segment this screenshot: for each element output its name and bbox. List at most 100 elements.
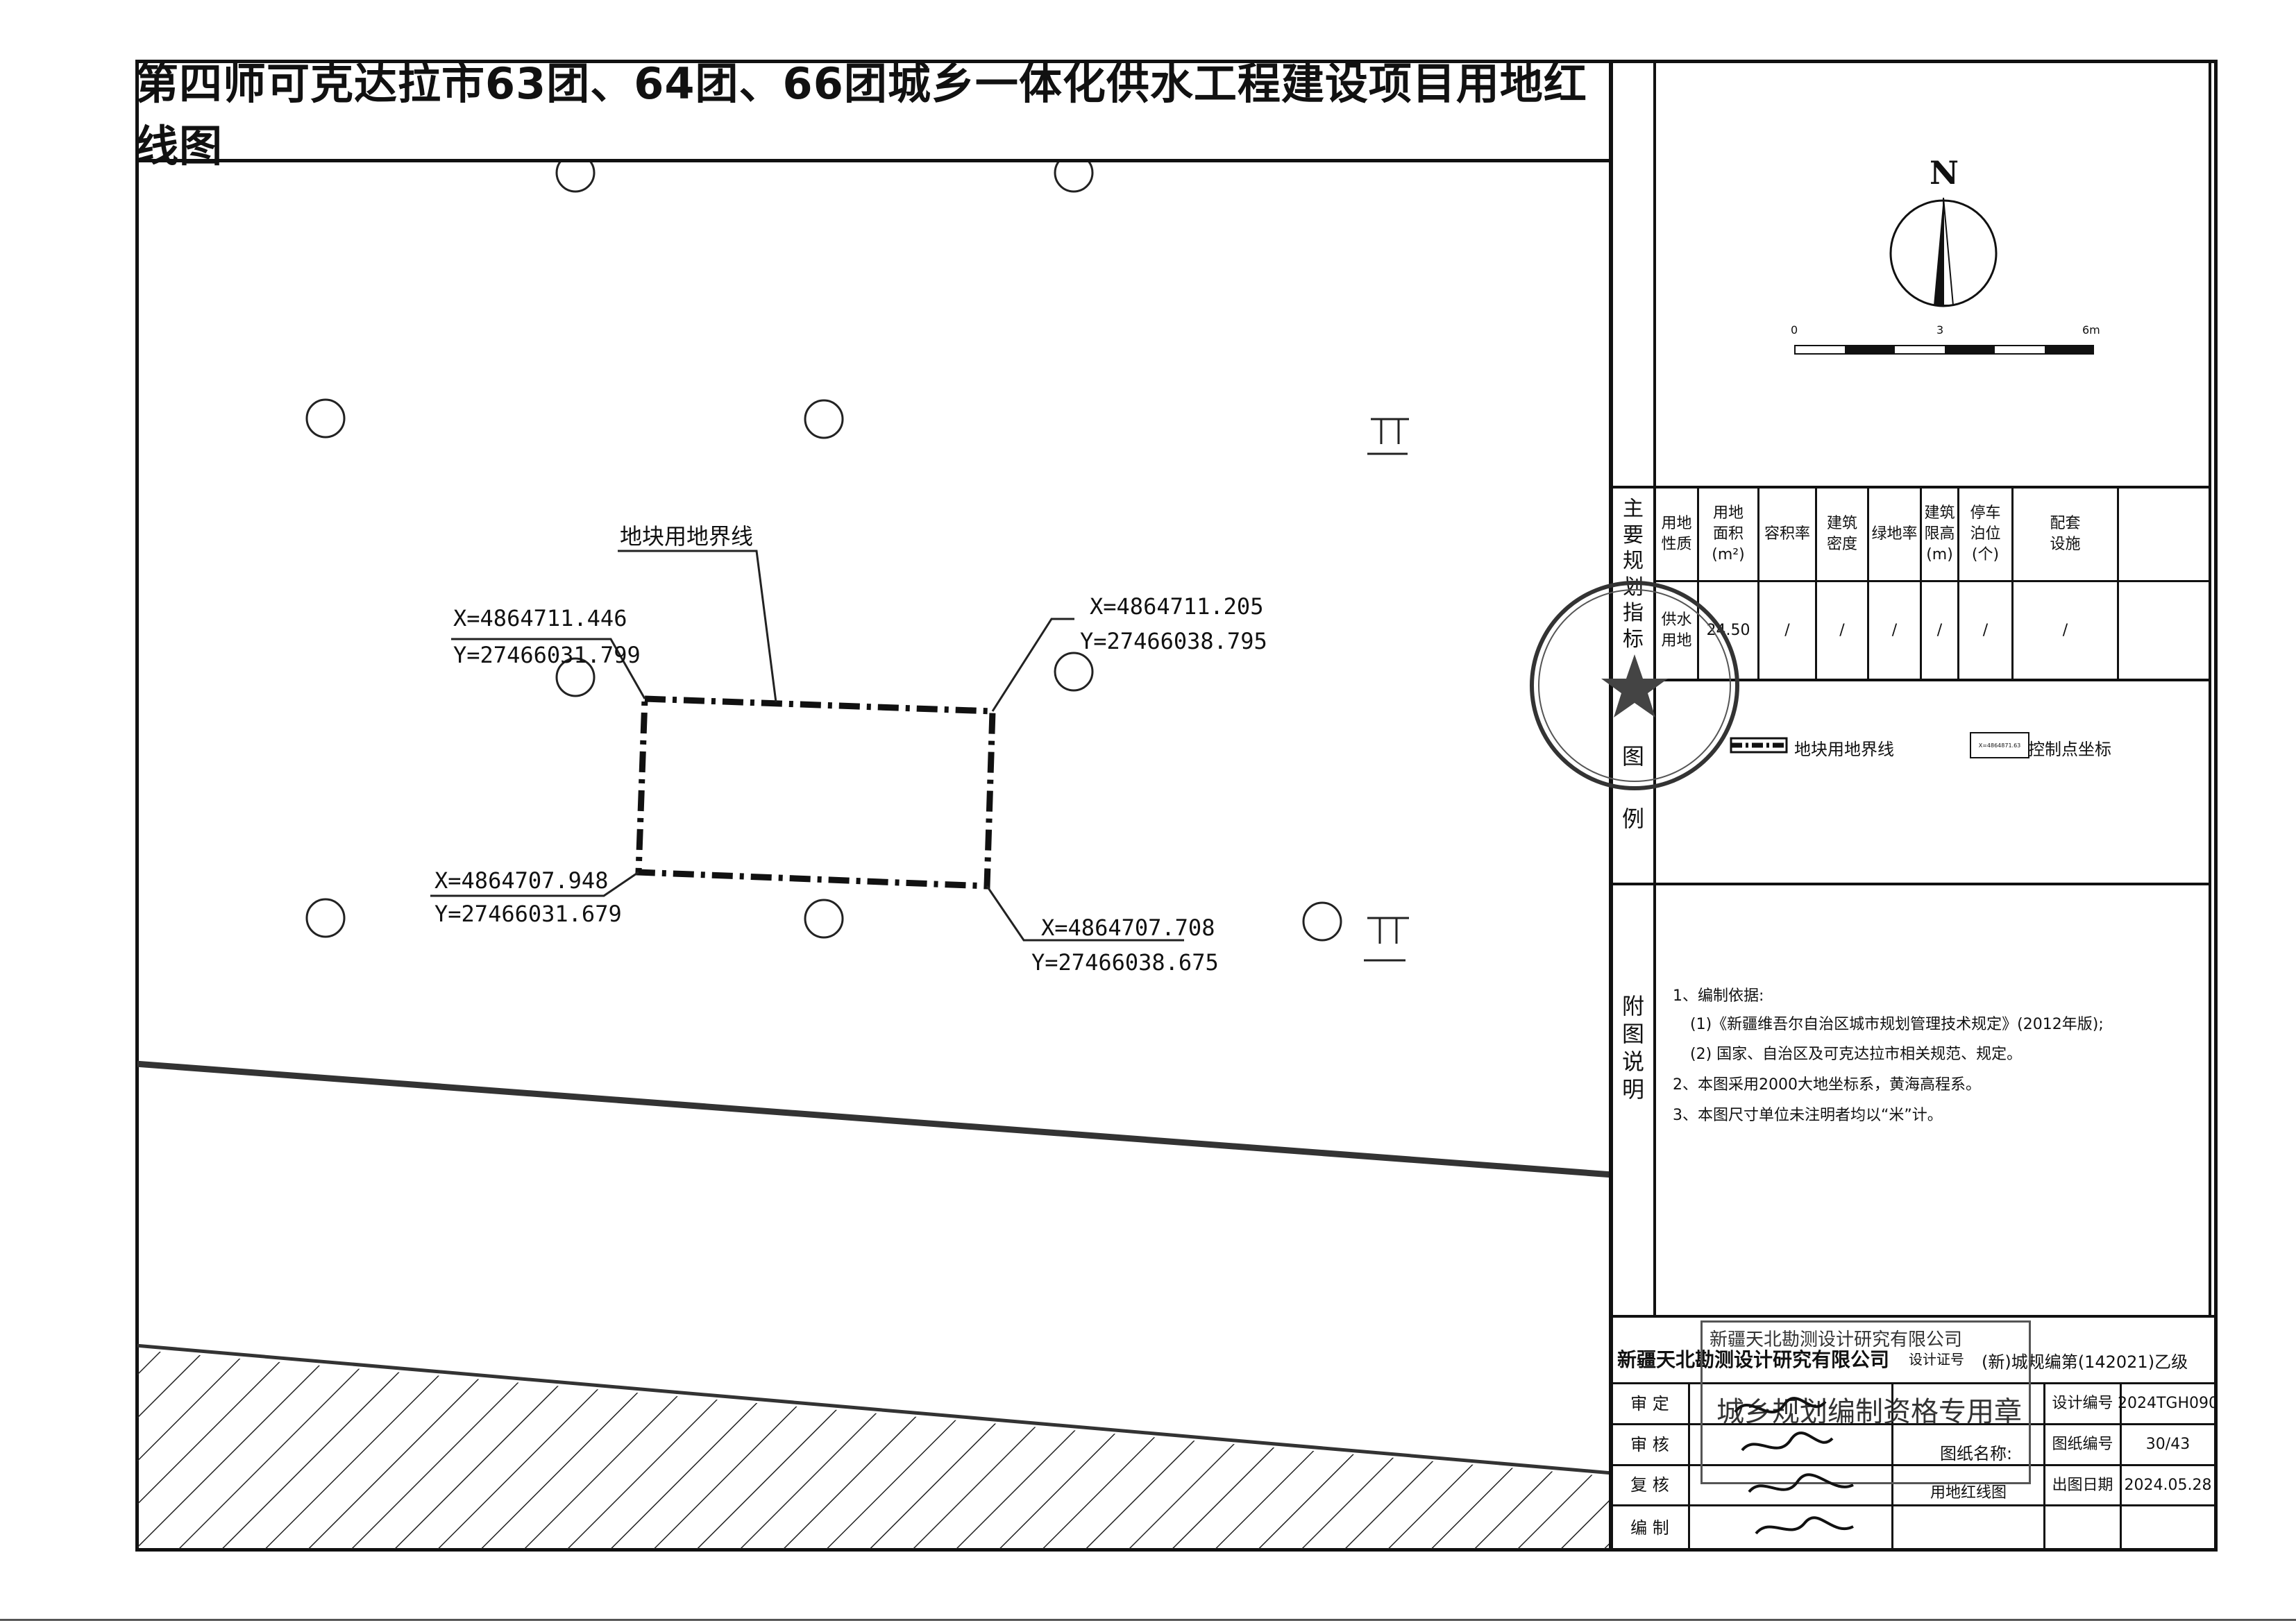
tb-line — [1610, 1464, 2215, 1466]
tb-col — [1891, 1384, 1893, 1551]
corner-sw-y: Y=27466031.679 — [434, 901, 622, 927]
legend-section-label: 图 例 — [1614, 742, 1653, 833]
north-label: N — [1930, 154, 1959, 192]
col-line — [1920, 487, 1922, 679]
drawing-frame — [135, 60, 2218, 1552]
scale-tick-0: 0 — [1791, 323, 1798, 337]
note-line-1: 1、编制依据: — [1673, 987, 1764, 1005]
vegetation-symbol-icon — [1367, 418, 1409, 455]
scan-edge — [0, 1619, 2296, 1621]
indicators-header-line — [1655, 580, 2210, 582]
col-line — [1815, 487, 1817, 679]
header-facilities: 配套设施 — [2050, 515, 2081, 553]
map-circle — [1054, 162, 1094, 193]
panel-right-edge — [2209, 60, 2211, 1316]
header-land-use: 用地性质 — [1661, 515, 1692, 553]
leader-line — [991, 618, 1074, 712]
note-line-5: 3、本图尺寸单位未注明者均以“米”计。 — [1673, 1107, 1943, 1124]
page-title: 第四师可克达拉市63团、64团、66团城乡一体化供水工程建设项目用地红线图 — [135, 58, 1587, 171]
indicators-top-line — [1610, 486, 2210, 488]
tb-line — [1610, 1382, 2215, 1384]
value-land-use: 供水用地 — [1661, 611, 1692, 649]
legend-control-point-label: 控制点坐标 — [2028, 740, 2111, 759]
indicators-label-char: 指 — [1623, 601, 1644, 625]
leader-line — [986, 885, 1184, 942]
signature-scribbles — [1734, 1397, 1854, 1535]
leader-line — [451, 638, 646, 699]
map-circle — [1054, 652, 1094, 692]
scale-tick-3: 3 — [1936, 323, 1944, 337]
title-block-top-line — [1610, 1315, 2215, 1318]
role-compile: 编 制 — [1630, 1518, 1669, 1538]
role-review: 审 核 — [1630, 1434, 1669, 1454]
notes-section-label: 附 图 说 明 — [1614, 992, 1653, 1103]
value-parking: / — [1982, 622, 1989, 640]
indicators-section-label: 主 要 规 划 指 标 — [1614, 496, 1653, 652]
indicators-label-char: 标 — [1623, 627, 1644, 652]
road-edge-lower — [137, 1343, 1610, 1475]
col-line — [1697, 487, 1699, 679]
header-land-area: 用地面积(m²) — [1712, 504, 1745, 563]
value-green-ratio: / — [1891, 622, 1898, 640]
header-parking: 停车泊位(个) — [1970, 504, 2001, 563]
panel-divider — [1609, 60, 1613, 1552]
corner-nw-y: Y=27466031.799 — [453, 642, 641, 668]
corner-sw-x: X=4864707.948 — [434, 867, 609, 894]
stamp-company: 新疆天北勘测设计研究有限公司 — [1710, 1329, 1963, 1350]
role-recheck: 复 核 — [1630, 1475, 1669, 1495]
note-line-2: (1)《新疆维吾尔自治区城市规划管理技术规定》(2012年版); — [1690, 1016, 2104, 1033]
corner-ne-y: Y=27466038.795 — [1080, 628, 1267, 654]
legend-top-line — [1610, 679, 2210, 681]
map-circle — [555, 657, 596, 697]
notes-label-char: 明 — [1621, 1076, 1644, 1103]
dash-dot-boundary-line-icon — [1730, 737, 1788, 754]
control-point-marker-icon: X=4864871.63 — [1970, 732, 2029, 758]
tb-cert-text: (新)城规编第(142021)乙级 — [1982, 1352, 2188, 1372]
drawing-name-label: 图纸名称: — [1940, 1444, 2013, 1463]
tb-cert-prefix: 设计证号 — [1909, 1351, 1964, 1368]
legend-label-char: 图 — [1621, 743, 1644, 770]
field-design-no-value: 2024TGH090 — [2118, 1395, 2219, 1413]
indicators-label-char: 划 — [1623, 575, 1644, 600]
corner-se-x: X=4864707.708 — [1041, 915, 1215, 941]
value-building-density: / — [1839, 622, 1845, 640]
leader-line — [430, 871, 639, 897]
note-line-4: 2、本图采用2000大地坐标系，黄海高程系。 — [1673, 1076, 1981, 1094]
value-facilities: / — [2062, 622, 2068, 640]
tb-col — [2043, 1384, 2045, 1551]
notes-label-char: 说 — [1621, 1048, 1644, 1075]
drawing-name: 用地红线图 — [1930, 1484, 2007, 1502]
tb-col — [2120, 1384, 2122, 1551]
map-circle — [1302, 901, 1342, 942]
leader-line — [618, 550, 777, 703]
parcel-boundary — [635, 695, 996, 890]
header-plot-ratio: 容积率 — [1764, 525, 1810, 543]
corner-se-y: Y=27466038.675 — [1031, 949, 1219, 976]
indicators-label-char: 主 — [1623, 497, 1644, 521]
field-date-value: 2024.05.28 — [2124, 1476, 2212, 1494]
field-date-label: 出图日期 — [2052, 1476, 2113, 1494]
title-box: 第四师可克达拉市63团、64团、66团城乡一体化供水工程建设项目用地红线图 — [135, 58, 1612, 171]
scale-bar — [1794, 345, 2094, 355]
tb-col — [1688, 1384, 1690, 1551]
value-plot-ratio: / — [1784, 622, 1790, 640]
corner-ne-x: X=4864711.205 — [1090, 593, 1264, 620]
vegetation-symbol-icon — [1364, 917, 1409, 962]
header-building-density: 建筑密度 — [1826, 515, 1857, 553]
notes-top-line — [1610, 883, 2210, 885]
header-green-ratio: 绿地率 — [1871, 525, 1918, 543]
indicators-label-char: 规 — [1623, 549, 1644, 573]
indicators-label-char: 要 — [1623, 522, 1644, 547]
hatched-area — [137, 1350, 1610, 1549]
col-line — [1957, 487, 1959, 679]
legend-boundary-label: 地块用地界线 — [1794, 740, 1894, 759]
map-circle — [305, 398, 346, 439]
notes-label-char: 图 — [1621, 1021, 1644, 1047]
header-height-limit: 建筑限高(m) — [1924, 504, 1955, 563]
tb-line — [1610, 1504, 2215, 1506]
field-drawing-no-value: 30/43 — [2145, 1436, 2191, 1454]
map-circle — [804, 399, 844, 439]
role-approve: 审 定 — [1630, 1393, 1669, 1413]
map-circle — [305, 898, 346, 938]
